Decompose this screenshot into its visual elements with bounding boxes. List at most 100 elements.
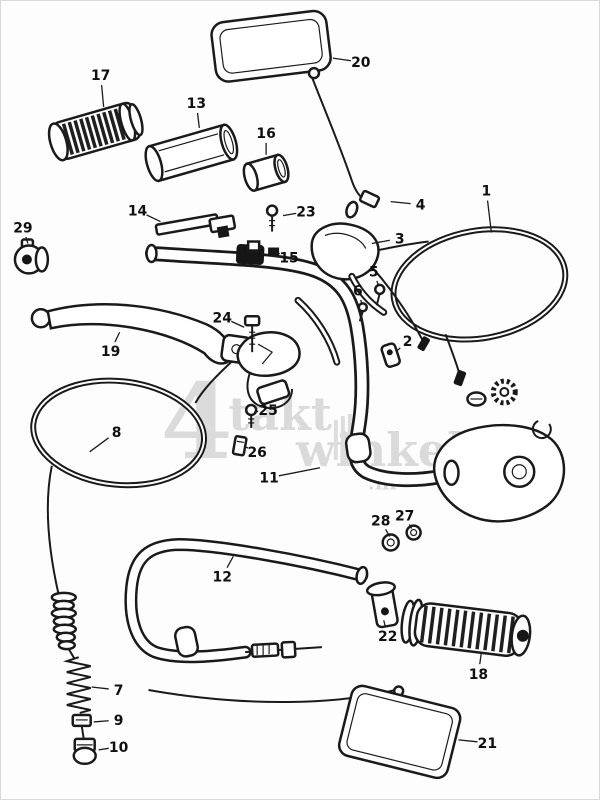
mirror-top [210, 9, 381, 219]
cable-spring [62, 656, 91, 714]
part-label-17: 17 [91, 68, 110, 84]
cable-adjuster [71, 713, 92, 728]
part-label-2: 2 [403, 334, 413, 350]
label-leader-14 [146, 214, 161, 223]
star-lock-washer [490, 378, 518, 406]
label-leader-25 [254, 410, 259, 413]
cable-end-fitting [453, 370, 467, 387]
cable-end-fitting-2 [417, 336, 430, 351]
screw-23 [265, 204, 279, 232]
screw-5 [374, 283, 386, 306]
part-label-13: 13 [187, 96, 206, 112]
part-label-4: 4 [416, 198, 426, 214]
cable-guide-2 [380, 342, 401, 368]
part-label-25: 25 [258, 403, 277, 419]
label-leader-10 [98, 747, 109, 751]
cable-boot [50, 591, 77, 660]
label-leader-6 [360, 299, 363, 304]
part-label-28: 28 [371, 514, 390, 530]
part-label-21: 21 [478, 736, 497, 752]
part-label-20: 20 [351, 55, 371, 71]
screw-25 [244, 403, 258, 428]
label-leader-21 [458, 739, 478, 743]
washer-27 [405, 524, 422, 541]
right-grip [400, 598, 532, 657]
throttle-housing [310, 222, 388, 316]
label-leader-15 [273, 250, 281, 255]
label-leader-19 [114, 331, 121, 343]
part-label-8: 8 [112, 425, 122, 441]
washer-28 [381, 533, 400, 552]
cable-adjuster-bolt [245, 640, 322, 659]
lever-hook-inner [296, 298, 339, 364]
part-label-29: 29 [13, 221, 32, 237]
handlebar-collar [344, 432, 372, 464]
label-leader-8 [89, 437, 109, 453]
part-label-24: 24 [213, 310, 233, 326]
steering-stem-nut [466, 391, 487, 407]
throttle-pipe [365, 581, 399, 629]
label-leader-4 [390, 201, 411, 205]
label-leader-28 [385, 528, 391, 537]
part-label-23: 23 [296, 205, 315, 221]
part-label-16: 16 [256, 126, 275, 142]
label-leader-22 [383, 620, 386, 627]
label-leader-29 [25, 236, 29, 244]
handlebar-sleeve-tube [144, 123, 239, 183]
clutch-cable-loop [30, 359, 234, 596]
cable-nuts-15 [246, 240, 280, 257]
label-leader-27 [408, 524, 413, 529]
watermark-big: 4 [160, 362, 232, 483]
part-label-1: 1 [482, 184, 492, 200]
part-label-26: 26 [247, 445, 266, 461]
label-leader-23 [282, 212, 297, 217]
part-label-3: 3 [395, 232, 405, 248]
mirror-bottom [148, 684, 462, 780]
fork-bridge-bracket [433, 378, 566, 523]
label-leader-11 [278, 467, 321, 477]
part-label-12: 12 [213, 569, 232, 585]
label-leader-9 [93, 720, 109, 723]
lever-bracket-plate [154, 213, 237, 239]
part-label-6: 6 [353, 283, 363, 299]
part-label-27: 27 [395, 509, 414, 525]
part-label-18: 18 [469, 667, 488, 683]
handle-holder-29 [13, 238, 50, 275]
part-label-10: 10 [109, 740, 129, 756]
part-label-11: 11 [259, 471, 278, 487]
part-label-14: 14 [128, 204, 148, 220]
label-leader-7 [91, 686, 109, 690]
part-label-15: 15 [279, 250, 298, 266]
anchor-bolt [72, 725, 97, 766]
label-leader-1 [486, 200, 493, 233]
perch-bolt-24 [243, 315, 261, 353]
handlebar-upper [145, 243, 448, 488]
label-leader-13 [196, 112, 200, 128]
handlebar-lower [124, 538, 369, 664]
left-grip [47, 101, 144, 162]
label-leader-24 [231, 320, 245, 328]
grip-bushing [242, 153, 290, 193]
mirror-mount-bolt [358, 189, 381, 209]
label-leader-3 [371, 239, 390, 245]
pin-26 [231, 435, 248, 457]
part-label-9: 9 [114, 713, 124, 729]
clutch-lever [30, 303, 253, 365]
part-label-5: 5 [369, 264, 379, 280]
label-leader-17 [100, 84, 105, 108]
label-leader-20 [332, 57, 352, 62]
label-leader-18 [479, 652, 483, 665]
screw-6 [357, 302, 369, 322]
throttle-cable-loop [367, 226, 569, 387]
part-label-19: 19 [101, 344, 120, 360]
part-label-7: 7 [114, 683, 124, 699]
label-leader-26 [244, 446, 249, 449]
label-leader-2 [396, 347, 401, 352]
label-leader-5 [376, 280, 380, 287]
circlip [531, 420, 552, 440]
lever-hook [294, 296, 341, 366]
lower-bar-collar [173, 625, 199, 658]
label-leader-12 [226, 556, 234, 568]
